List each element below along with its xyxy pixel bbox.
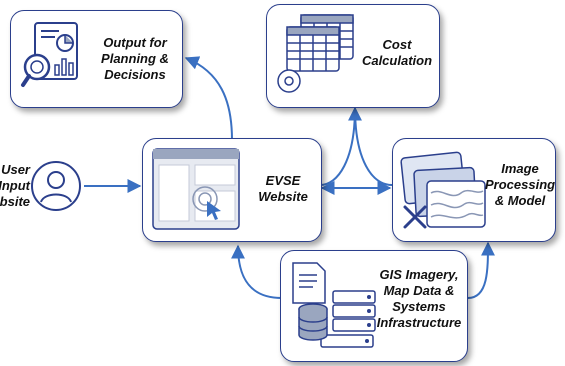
- arrow-image-to-cost: [354, 107, 393, 186]
- map-layers-tools-icon: [400, 151, 486, 229]
- output-label: Output for Planning & Decisions: [101, 35, 169, 82]
- spreadsheet-gear-icon: [277, 14, 354, 93]
- gis-label: GIS Imagery, Map Data & Systems Infrastr…: [376, 267, 462, 330]
- website-node: EVSE Website: [142, 138, 322, 242]
- arrow-gis-to-website: [231, 244, 283, 299]
- arrow-website-to-output: [184, 56, 233, 141]
- browser-click-icon: [152, 148, 240, 230]
- image-label: Image Processing & Model: [485, 161, 556, 208]
- website-label: EVSE Website: [258, 173, 308, 204]
- image-node: Image Processing & Model: [392, 138, 556, 242]
- arrow-website-to-cost: [319, 106, 362, 186]
- document-database-server-icon: [292, 262, 376, 348]
- arrow-gis-to-image: [467, 241, 495, 299]
- output-node: Output for Planning & Decisions: [10, 10, 183, 108]
- user-avatar-icon: [31, 161, 81, 211]
- user-label: User Input Website: [0, 162, 30, 209]
- cost-label: Cost Calculation: [361, 37, 433, 68]
- gis-node: GIS Imagery, Map Data & Systems Infrastr…: [280, 250, 468, 362]
- cost-node: Cost Calculation: [266, 4, 440, 108]
- report-magnifier-icon: [21, 22, 78, 87]
